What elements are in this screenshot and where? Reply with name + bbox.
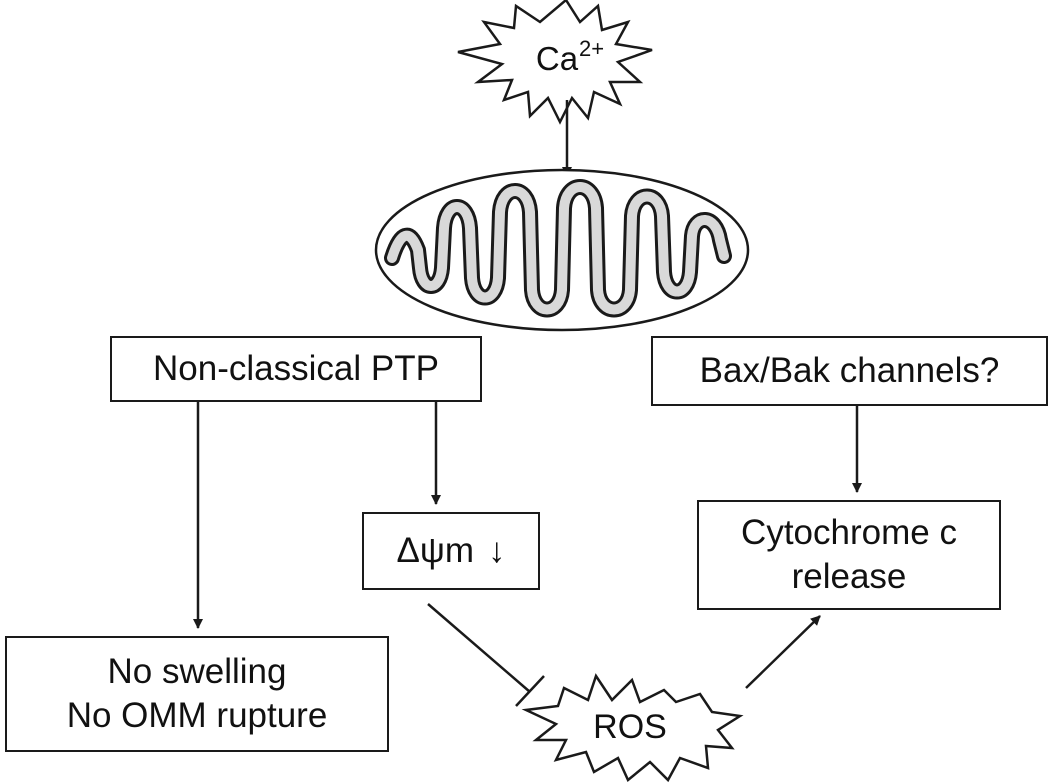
inhibition-bar (515, 675, 545, 707)
non-classical-ptp-box: Non-classical PTP (110, 336, 482, 402)
ros-text: ROS (593, 708, 667, 746)
cytochrome-release-box: Cytochrome c release (697, 500, 1001, 610)
ros-burst-shape (521, 673, 744, 783)
non-classical-ptp-label: Non-classical PTP (153, 349, 439, 389)
delta-psi-box: Δψm ↓ (362, 512, 540, 590)
arrow-ros-to-cytochrome (745, 615, 821, 689)
inhibition-line-delta-psi-to-ros (427, 603, 531, 693)
calcium-base: Ca (535, 40, 579, 77)
ros-label: ROS (580, 708, 680, 747)
no-swelling-box: No swelling No OMM rupture (5, 636, 389, 752)
cytochrome-label-line1: Cytochrome c (741, 513, 957, 553)
calcium-superscript: 2+ (579, 36, 605, 61)
calcium-label: Ca2+ (520, 36, 620, 78)
mitochondrion-icon (374, 168, 750, 332)
no-swelling-label-line2: No OMM rupture (66, 696, 328, 735)
down-arrow-icon: ↓ (488, 531, 506, 571)
no-swelling-label-line1: No swelling (107, 652, 287, 692)
delta-psi-label: Δψm (396, 531, 475, 571)
bax-bak-box: Bax/Bak channels? (651, 336, 1048, 406)
calcium-burst-shape (457, 0, 653, 125)
cytochrome-label-line2: release (791, 557, 907, 596)
bax-bak-label: Bax/Bak channels? (699, 351, 1000, 391)
